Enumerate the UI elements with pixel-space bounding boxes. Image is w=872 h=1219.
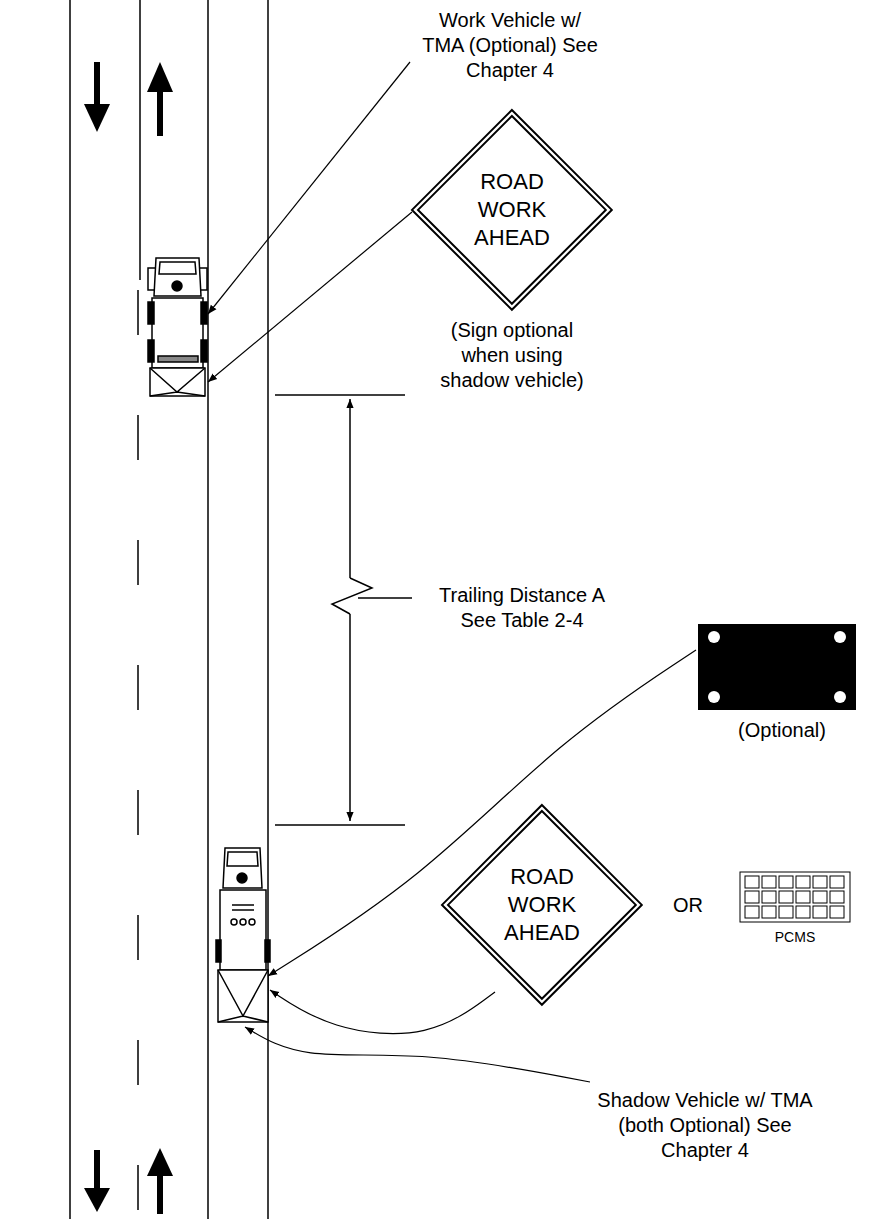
shadow-vehicle bbox=[216, 848, 270, 1022]
dimension-label: Trailing Distance A See Table 2-4 bbox=[422, 583, 622, 633]
direction-arrows bbox=[84, 62, 173, 1214]
leader-line bbox=[208, 212, 412, 382]
symbol-label: PCMS bbox=[775, 928, 815, 946]
sign-text: ROAD WORK AHEAD bbox=[474, 168, 550, 252]
warning-sign-diamond: ROAD WORK AHEAD bbox=[410, 108, 614, 312]
callout-text: Work Vehicle w/ TMA (Optional) See Chapt… bbox=[420, 8, 600, 83]
leader-line bbox=[208, 62, 410, 314]
leader-line bbox=[245, 1027, 590, 1082]
leader-line bbox=[270, 990, 495, 1034]
warning-sign-diamond: ROAD WORK AHEAD bbox=[440, 803, 644, 1007]
leader-lines bbox=[208, 62, 696, 1082]
pcms-symbol bbox=[740, 872, 850, 922]
sign-text: ROAD WORK AHEAD bbox=[504, 863, 580, 947]
callout-text: Shadow Vehicle w/ TMA (both Optional) Se… bbox=[593, 1088, 818, 1163]
note-text: (Optional) bbox=[738, 718, 826, 743]
work-vehicle bbox=[148, 258, 207, 396]
or-text: OR bbox=[673, 893, 703, 918]
note-text: (Sign optional when using shadow vehicle… bbox=[435, 318, 590, 393]
light-bar-symbol bbox=[698, 624, 856, 710]
trailing-distance-dimension bbox=[275, 395, 412, 825]
road-lines bbox=[70, 0, 268, 1219]
